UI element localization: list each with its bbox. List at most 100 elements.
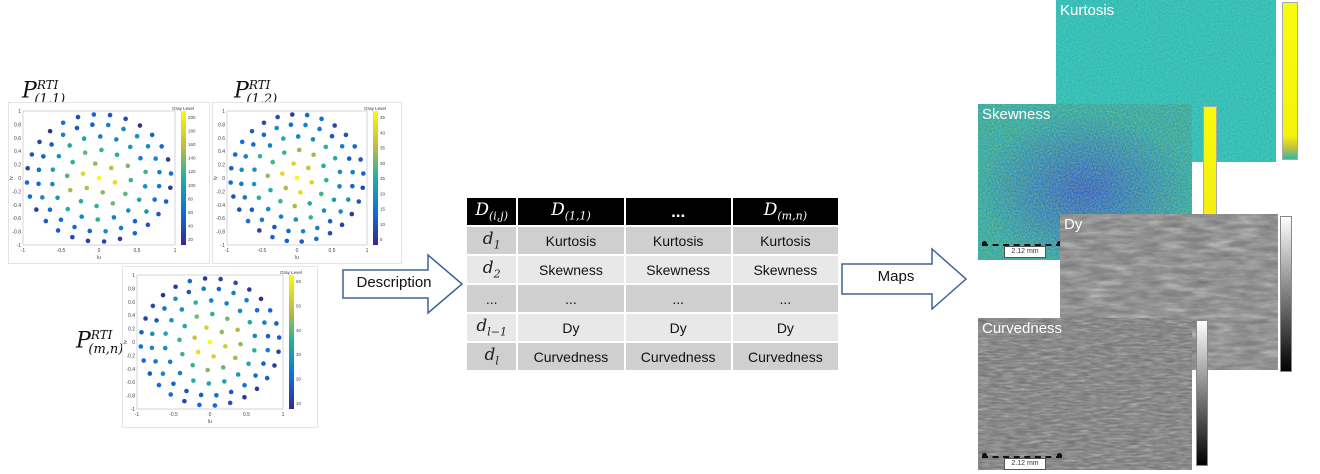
colorbar-tick-label: 45 (380, 115, 386, 120)
gray-level-colorbar (181, 111, 186, 245)
scatter-point (204, 325, 209, 330)
scatter-point (243, 154, 249, 159)
scatter-point (210, 311, 215, 317)
y-tick-label: -0.4 (216, 203, 225, 209)
y-tick-label: 0 (222, 176, 225, 182)
scatter-point (147, 371, 153, 376)
scatter-point (231, 290, 236, 296)
x-axis-label: lu (295, 255, 299, 261)
row-header: d2 (464, 254, 519, 285)
y-tick-label: 1 (132, 273, 135, 279)
scatter-point (207, 339, 213, 345)
scatter-point (121, 126, 126, 132)
colorbar-tick-label: 40 (380, 130, 386, 135)
scatter-point (145, 144, 151, 149)
dy-colorbar (1280, 216, 1292, 372)
scatter-point (346, 156, 352, 161)
scatter-point (265, 333, 271, 339)
scatter-point (24, 180, 30, 185)
scatter-point (214, 392, 219, 398)
scatter-point (125, 208, 131, 213)
scatter-point (270, 234, 275, 240)
scatter-point (123, 116, 128, 122)
scatter-point (358, 157, 363, 162)
scatter-point (261, 132, 267, 138)
skewness-map-title: Skewness (982, 106, 1051, 123)
colorbar-tick-label: 160 (188, 142, 196, 147)
table-row: dl−1 Dy Dy Dy (464, 312, 841, 343)
colorbar-tick-label: 200 (188, 115, 196, 120)
x-tick-label: 0 (296, 248, 299, 254)
colorbar-title: Gray Level (280, 270, 302, 275)
scatter-point (327, 230, 333, 236)
scatter-point (94, 203, 99, 209)
scatter-point (82, 150, 88, 155)
scatter-point (195, 349, 201, 355)
scatter-point (212, 403, 218, 408)
curvedness-map: Curvedness 0.080.070.060.050.040.030.020… (978, 318, 1234, 470)
table-cell: Dy (730, 312, 841, 343)
x-tick-label: 0.5 (329, 248, 336, 254)
y-tick-label: 0 (18, 176, 21, 182)
label-p-m-n: PRTI(m,n) (76, 328, 124, 357)
table-row: ... ... ... ... (464, 283, 841, 314)
scatter-point (65, 206, 71, 212)
scatter-point (103, 228, 108, 234)
scatter-point (168, 185, 173, 191)
scatter-point (75, 114, 81, 120)
x-tick-label: 1 (174, 248, 177, 254)
scatter-point (177, 370, 183, 376)
scatter-point (289, 112, 295, 117)
table-cell: Kurtosis (516, 225, 626, 256)
scatter-point (219, 329, 225, 335)
scatter-point (138, 344, 144, 349)
scatter-point (137, 123, 143, 128)
scatter-point (162, 306, 167, 311)
plot-area (136, 274, 284, 410)
scatter-point (308, 215, 314, 220)
scatter-point (81, 136, 87, 141)
scatter-point (72, 224, 77, 230)
scatter-point (56, 153, 62, 159)
scatter-point (261, 361, 266, 366)
scatter-point (29, 152, 35, 157)
colorbar-tick-label: 80 (188, 196, 194, 201)
scatter-point (288, 122, 294, 128)
colorbar-tick-label: 30 (380, 161, 386, 166)
y-tick-label: -0.2 (126, 353, 135, 359)
scatter-point (149, 331, 155, 337)
scatter-point (349, 211, 355, 217)
y-tick-label: 0.6 (14, 136, 21, 142)
x-tick-label: 1 (366, 248, 369, 254)
scatter-point (338, 209, 343, 214)
scatter-point (292, 203, 298, 209)
descriptor-table: D(i,j) D(1,1) ... D(m,n) d1 Kurtosis Kur… (464, 196, 841, 372)
table-cell: Skewness (623, 254, 733, 285)
scatter-point (293, 217, 299, 222)
scatter-point (55, 228, 61, 233)
kurtosis-map-title: Kurtosis (1060, 2, 1115, 19)
scatter-point (262, 320, 267, 325)
y-tick-label: 0.4 (14, 149, 21, 155)
colorbar-tick-label: 25 (380, 176, 386, 181)
y-tick-label: 1 (222, 109, 225, 115)
scatter-point (43, 218, 49, 224)
scatter-point (216, 286, 222, 292)
scatter-point (41, 154, 46, 159)
scatter-point (206, 381, 212, 386)
scatter-point (343, 132, 349, 138)
scatter-point (258, 296, 264, 302)
x-tick-label: 0 (209, 412, 212, 418)
scatter-point (70, 234, 75, 240)
scatter-point (345, 197, 351, 202)
scatter-point (105, 122, 111, 128)
scatter-point (136, 197, 142, 203)
y-tick-label: -1 (221, 243, 226, 249)
scatter-point (55, 195, 60, 201)
scatter-point (47, 207, 53, 212)
scatter-point (350, 169, 355, 175)
x-tick-label: 0.5 (243, 412, 250, 418)
scatter-point (177, 337, 182, 343)
